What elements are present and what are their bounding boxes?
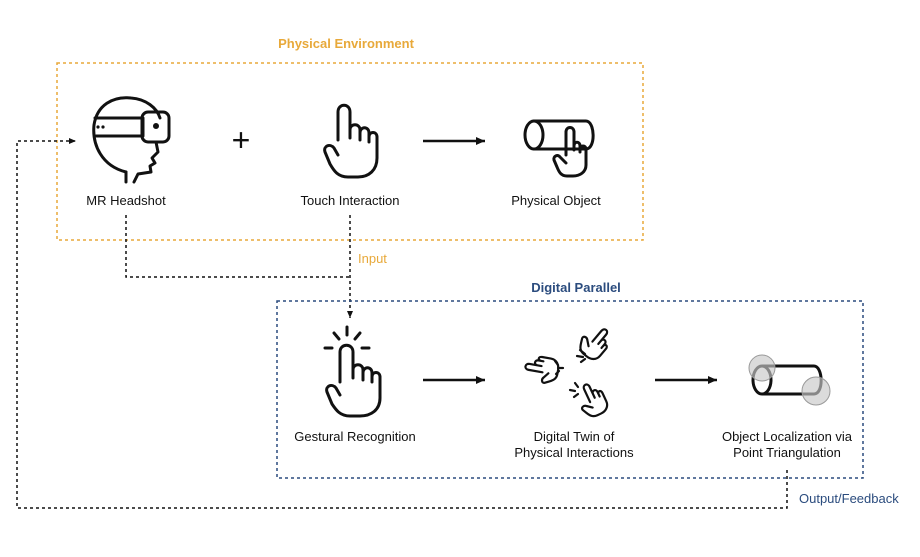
hand-touching-cylinder-icon xyxy=(523,119,595,178)
node-label-digital-twin-line2: Physical Interactions xyxy=(514,445,634,460)
node-label-digital-twin-line1: Digital Twin of xyxy=(534,429,615,444)
digital-parallel-group: Digital Parallel Gestural Recognition xyxy=(276,280,864,479)
feedback-loop-connector xyxy=(16,138,788,509)
digital-parallel-title: Digital Parallel xyxy=(531,280,621,295)
input-connector xyxy=(125,215,353,318)
physical-environment-title: Physical Environment xyxy=(278,36,414,51)
input-label: Input xyxy=(358,251,387,266)
physical-environment-box xyxy=(56,62,644,241)
multiple-pointing-hands-icon xyxy=(524,328,609,418)
physical-environment-group: Physical Environment MR Headshot + Touch… xyxy=(56,36,644,241)
triangulation-point-1 xyxy=(748,354,776,382)
tapping-hand-icon xyxy=(323,325,382,418)
node-label-physical-object: Physical Object xyxy=(511,193,601,208)
digital-parallel-box xyxy=(276,300,864,479)
node-label-object-localization-line1: Object Localization via xyxy=(722,429,853,444)
node-label-object-localization-line2: Point Triangulation xyxy=(733,445,841,460)
node-label-mr-headshot: MR Headshot xyxy=(86,193,166,208)
node-label-gestural-recognition: Gestural Recognition xyxy=(294,429,415,444)
triangulation-point-2 xyxy=(801,376,831,406)
vr-headset-icon xyxy=(92,96,171,184)
node-label-touch-interaction: Touch Interaction xyxy=(300,193,399,208)
plus-operator: + xyxy=(232,122,251,158)
output-feedback-label: Output/Feedback xyxy=(799,491,899,506)
cylinder-with-points-icon xyxy=(748,354,831,406)
pointing-hand-icon xyxy=(323,103,379,179)
